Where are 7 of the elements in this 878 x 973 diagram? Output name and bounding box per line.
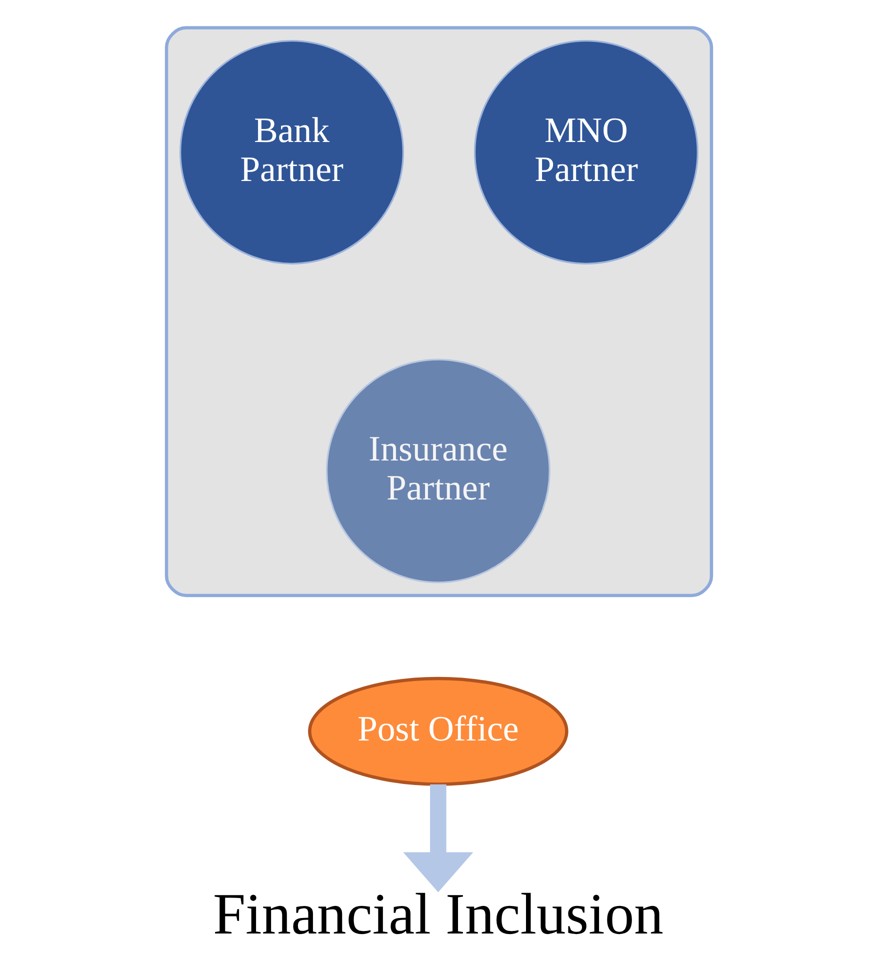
node-ellipse: Post Office	[308, 676, 568, 786]
node-circle: Insurance Partner	[326, 358, 550, 584]
node-circle: Bank Partner	[180, 40, 404, 264]
node-text: Financial Inclusion	[212, 882, 664, 947]
node-circle: MNO Partner	[474, 40, 698, 264]
arrow	[403, 784, 474, 892]
cluster	[164, 26, 714, 598]
